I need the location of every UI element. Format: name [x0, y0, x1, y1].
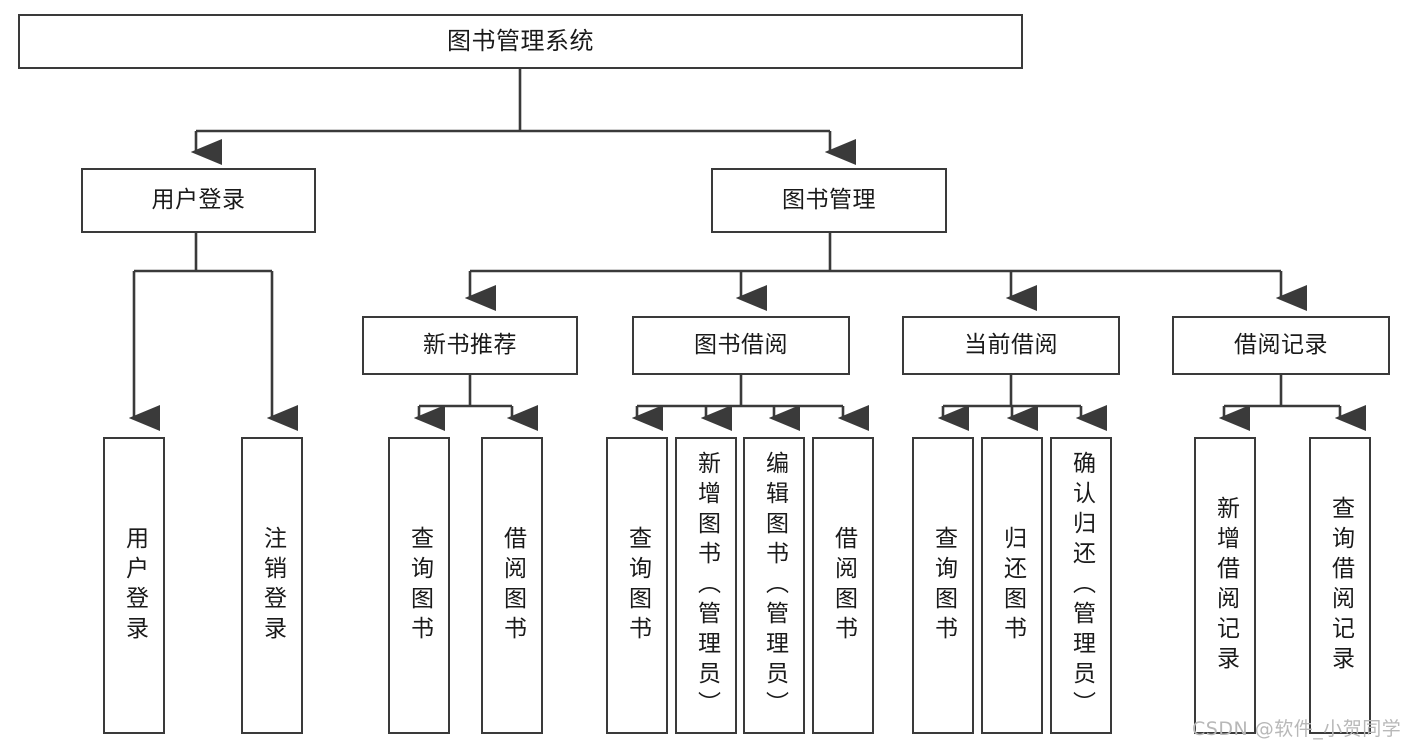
- node-label: 查询图书: [624, 525, 651, 646]
- leaf-current-borrow-confirm-return[interactable]: 确认归还（管理员）: [1050, 437, 1112, 734]
- node-label: 归还图书: [999, 525, 1026, 646]
- leaf-new-book-borrow[interactable]: 借阅图书: [481, 437, 543, 734]
- node-label: 当前借阅: [964, 331, 1058, 358]
- node-borrow-records[interactable]: 借阅记录: [1172, 316, 1390, 375]
- csdn-watermark: CSDN @软件_小贺同学: [1192, 718, 1402, 740]
- leaf-book-borrow-add[interactable]: 新增图书（管理员）: [675, 437, 737, 734]
- leaf-user-login-signout[interactable]: 注销登录: [241, 437, 303, 734]
- node-label: 编辑图书（管理员）: [761, 450, 788, 721]
- node-label: 图书借阅: [694, 331, 788, 358]
- node-label: 图书管理: [782, 186, 876, 213]
- node-label: 新增图书（管理员）: [693, 450, 720, 721]
- node-label: 借阅图书: [499, 525, 526, 646]
- leaf-borrow-record-add[interactable]: 新增借阅记录: [1194, 437, 1256, 734]
- node-root-system[interactable]: 图书管理系统: [18, 14, 1023, 69]
- leaf-book-borrow-edit[interactable]: 编辑图书（管理员）: [743, 437, 805, 734]
- node-label: 借阅图书: [830, 525, 857, 646]
- node-book-borrow[interactable]: 图书借阅: [632, 316, 850, 375]
- node-label: 查询图书: [930, 525, 957, 646]
- node-label: 查询图书: [406, 525, 433, 646]
- node-label: 新增借阅记录: [1212, 495, 1239, 676]
- node-label: 用户登录: [121, 525, 148, 646]
- leaf-book-borrow-borrow[interactable]: 借阅图书: [812, 437, 874, 734]
- leaf-borrow-record-query[interactable]: 查询借阅记录: [1309, 437, 1371, 734]
- node-label: 新书推荐: [423, 331, 517, 358]
- node-label: 用户登录: [151, 186, 246, 213]
- node-current-borrow[interactable]: 当前借阅: [902, 316, 1120, 375]
- node-label: 注销登录: [259, 525, 286, 646]
- node-label: 查询借阅记录: [1327, 495, 1354, 676]
- node-book-management[interactable]: 图书管理: [711, 168, 947, 233]
- node-user-login[interactable]: 用户登录: [81, 168, 316, 233]
- leaf-current-borrow-query[interactable]: 查询图书: [912, 437, 974, 734]
- node-new-book-recommend[interactable]: 新书推荐: [362, 316, 578, 375]
- leaf-current-borrow-return[interactable]: 归还图书: [981, 437, 1043, 734]
- node-label: 借阅记录: [1234, 331, 1328, 358]
- leaf-user-login-signin[interactable]: 用户登录: [103, 437, 165, 734]
- leaf-book-borrow-query[interactable]: 查询图书: [606, 437, 668, 734]
- node-label: 确认归还（管理员）: [1068, 450, 1095, 721]
- leaf-new-book-query[interactable]: 查询图书: [388, 437, 450, 734]
- node-label: 图书管理系统: [447, 27, 594, 56]
